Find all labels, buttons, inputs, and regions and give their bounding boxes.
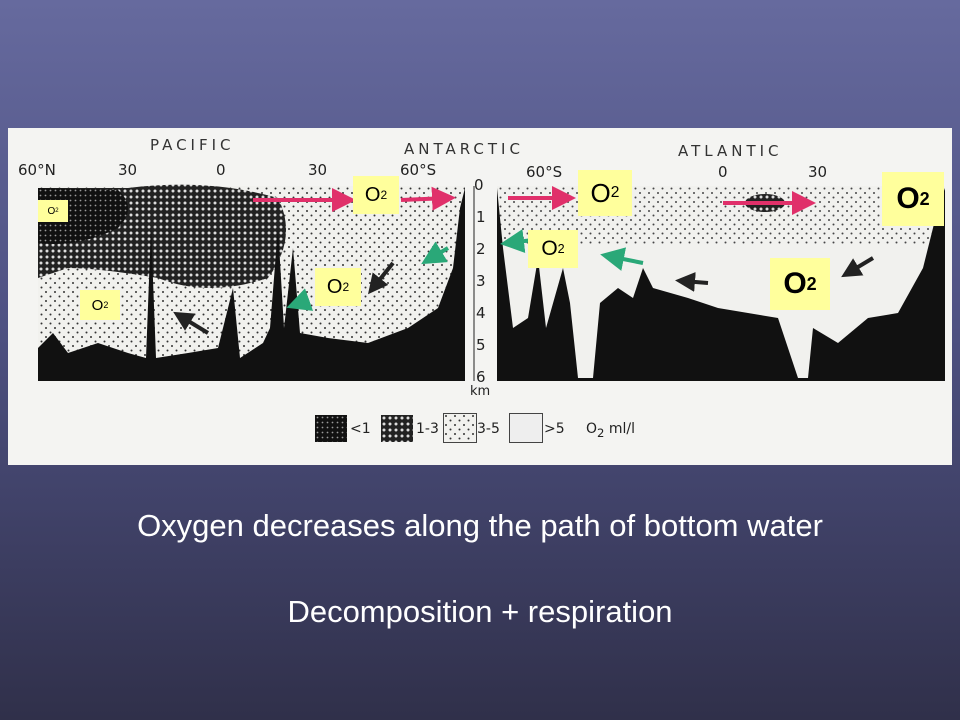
legend-label: 1-3 [416, 421, 439, 437]
legend-swatch-3-5 [443, 413, 477, 443]
depth-unit: km [470, 384, 491, 399]
legend-swatch-lt1 [315, 415, 347, 442]
caption-line-1: Oxygen decreases along the path of botto… [137, 508, 823, 543]
lat-tick: 30 [808, 163, 828, 181]
pacific-seafloor [38, 188, 465, 381]
caption-line-2: Decomposition + respiration [287, 594, 673, 629]
depth-tick: 6 [476, 368, 486, 386]
depth-tick: 1 [476, 208, 486, 226]
depth-tick: 2 [476, 240, 486, 258]
depth-tick: 5 [476, 336, 486, 354]
legend-label: >5 [544, 421, 565, 437]
lat-tick: 30 [308, 161, 328, 179]
lat-tick: 60°S [526, 163, 563, 181]
lat-tick: 60°S [400, 161, 437, 179]
ocean-oxygen-diagram: PACIFIC ANTARCTIC ATLANTIC 60°N 30 0 30 … [8, 128, 952, 465]
region-atlantic: ATLANTIC [678, 142, 783, 160]
legend-unit: O2 ml/l [586, 421, 636, 440]
depth-tick: 0 [474, 176, 484, 194]
lat-tick: 60°N [18, 161, 56, 179]
legend-label: 3-5 [477, 421, 500, 437]
lat-tick: 0 [216, 161, 226, 179]
lat-tick: 0 [718, 163, 728, 181]
legend-label: <1 [350, 421, 371, 437]
atlantic-seafloor [497, 188, 945, 381]
legend-swatch-gt5 [509, 413, 543, 443]
depth-tick: 4 [476, 304, 486, 322]
depth-tick: 3 [476, 272, 486, 290]
legend-swatch-1-3 [381, 415, 413, 442]
region-pacific: PACIFIC [150, 136, 235, 154]
region-antarctic: ANTARCTIC [404, 140, 524, 158]
lat-tick: 30 [118, 161, 138, 179]
